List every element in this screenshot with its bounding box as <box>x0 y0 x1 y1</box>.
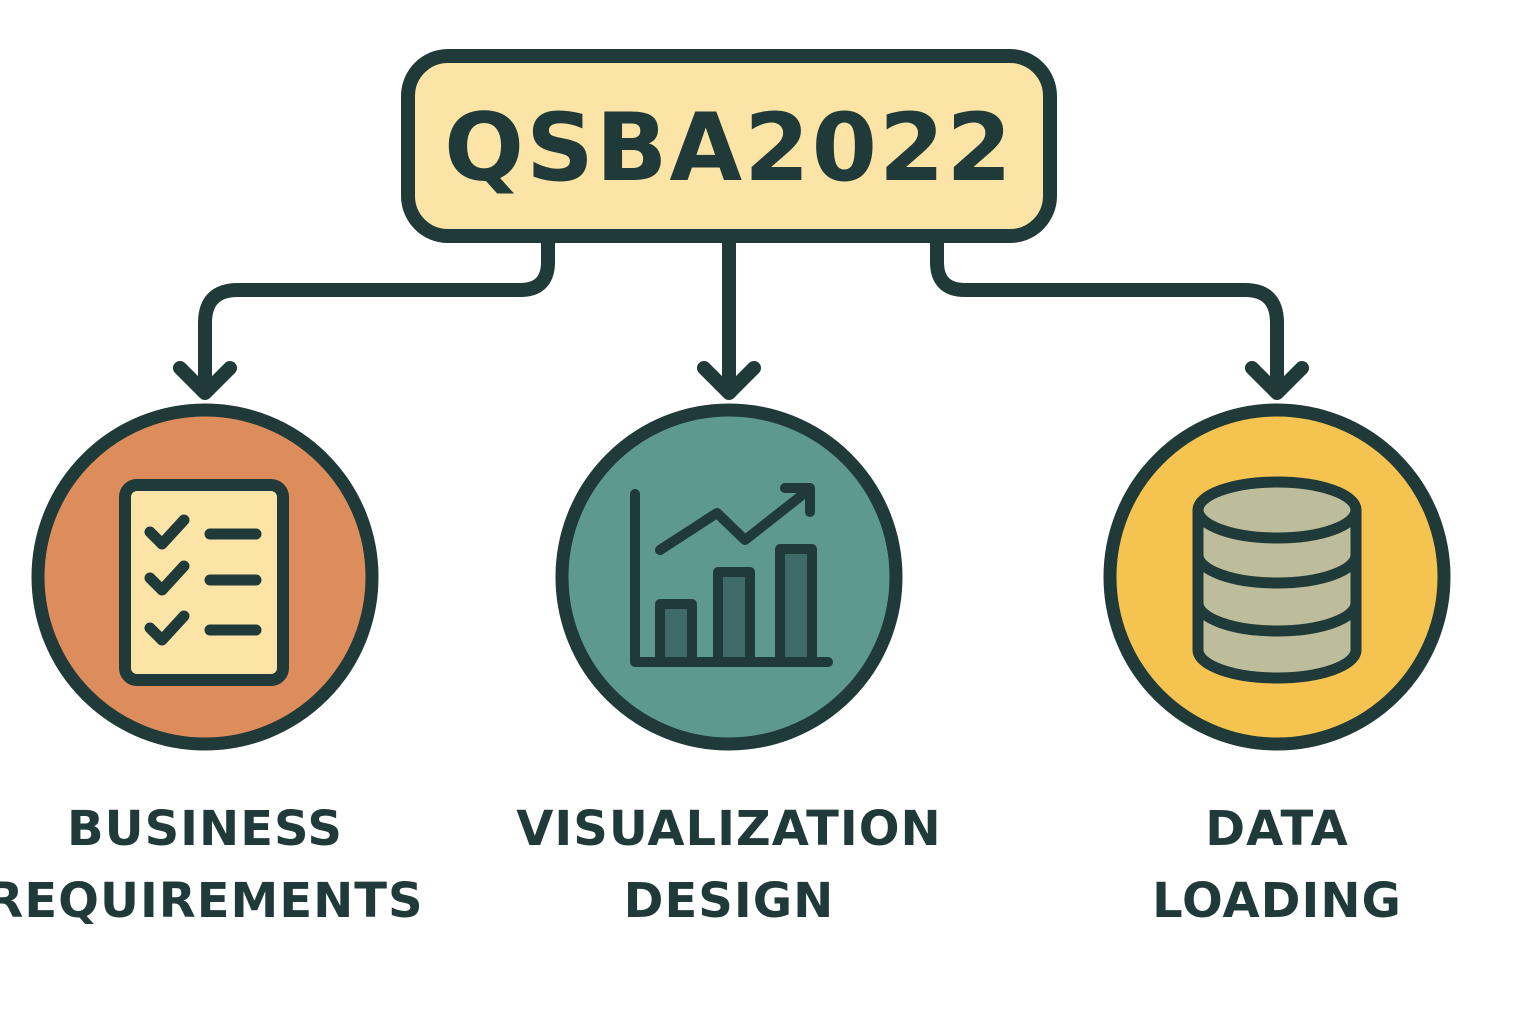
connector-to-data-loading <box>930 229 1284 395</box>
node-label-business-requirements-line1: BUSINESS <box>67 801 343 857</box>
node-data-loading: DATA LOADING <box>1103 403 1451 929</box>
arrowhead-visualization-design <box>697 361 761 400</box>
checklist-icon <box>119 479 289 686</box>
node-label-visualization-design-line2: DESIGN <box>624 873 835 929</box>
node-label-business-requirements-line2: REQUIREMENTS <box>0 873 424 929</box>
connectors <box>173 229 1309 400</box>
arrowhead-data-loading <box>1245 361 1309 400</box>
bar-chart-trend-icon <box>630 483 833 667</box>
root-node: QSBA2022 <box>401 49 1057 243</box>
root-box <box>401 49 1057 243</box>
connector-to-business-requirements <box>198 229 555 395</box>
node-visualization-design: VISUALIZATION DESIGN <box>516 403 941 929</box>
node-label-data-loading-line1: DATA <box>1205 801 1348 857</box>
node-business-requirements: BUSINESS REQUIREMENTS <box>0 403 424 929</box>
root-title: QSBA2022 <box>444 94 1014 203</box>
node-label-data-loading-line2: LOADING <box>1152 873 1402 929</box>
node-label-visualization-design-line1: VISUALIZATION <box>516 801 941 857</box>
arrowhead-business-requirements <box>173 361 237 400</box>
database-icon <box>1192 476 1362 684</box>
